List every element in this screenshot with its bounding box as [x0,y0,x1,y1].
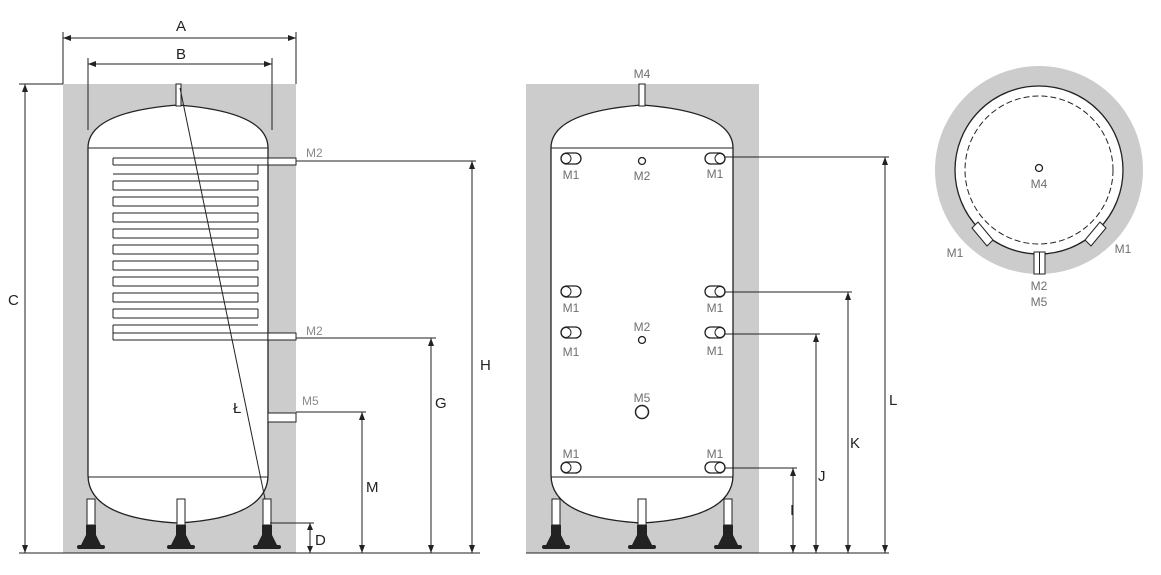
front-tank-body [550,104,734,524]
side-m5-opening [267,412,297,423]
top-m5-label: M5 [1031,295,1048,309]
dim-l-arrow-bottom [882,545,888,553]
front-top-vent [638,83,646,107]
dim-i-label: I [790,502,794,519]
front-m2-mid-port [637,335,647,345]
dim-i-arrow-bottom [790,545,796,553]
dim-c-arrow-top [22,84,28,92]
front-foot-base-left [542,545,570,549]
dim-g-label: G [435,395,447,412]
dim-a-label: A [176,18,186,35]
top-m1-right-label: M1 [1115,242,1132,256]
side-leg-center [176,498,186,526]
top-m1-right-pipe [1084,221,1107,247]
dim-g-arrow-top [428,338,434,346]
front-foot-base-center [628,545,656,549]
side-m2-top-pipe [267,157,297,166]
front-foot-base-right [714,545,742,549]
dim-i-arrow-top [790,468,796,476]
side-m2-top-label: M2 [306,146,323,160]
dim-c-label: C [8,292,19,309]
dim-h-arrow-top [469,161,475,169]
dim-h-label: H [480,357,491,374]
side-leg-left [86,498,96,526]
heating-coil [112,157,296,341]
dim-d-arrow-bottom [307,546,313,553]
dim-b-arrow-left [88,61,96,67]
front-m1-bottom-left-label: M1 [563,447,580,461]
side-view: A B C M2 M2 M5 H G M [8,18,491,554]
front-m5-port [634,404,650,420]
dim-c-arrow-bottom [22,545,28,553]
front-m2-top-port [637,156,647,166]
side-foot-left [81,525,101,545]
front-m1-mid2-left-label: M1 [563,345,580,359]
dim-d-arrow-top [307,523,313,530]
top-m1-left-pipe [971,221,994,247]
dim-j-arrow-top [813,334,819,342]
front-m1-top-left-label: M1 [563,168,580,182]
front-leg-right [723,498,733,526]
dim-k-arrow-top [845,292,851,300]
side-m2-bottom-pipe [267,332,297,341]
side-m2-bottom-label: M2 [306,324,323,338]
front-m1-mid1-right-label: M1 [707,301,724,315]
front-foot-left [546,525,566,545]
dim-m-arrow-bottom [359,545,365,553]
dim-m-arrow-top [359,412,365,420]
top-m4-port [1034,163,1044,173]
dim-g-arrow-bottom [428,545,434,553]
front-m1-top-right-label: M1 [707,167,724,181]
side-leg-right [262,498,272,526]
front-m4-label: M4 [634,67,651,81]
dim-b-arrow-right [264,61,272,67]
dim-m-label: M [366,479,379,496]
diagonal-line [179,87,271,524]
side-m5-label: M5 [302,394,319,408]
dim-d-label: D [315,532,326,549]
dim-j-label: J [818,468,826,485]
side-foot-right [257,525,277,545]
top-m4-label: M4 [1031,177,1048,191]
dim-h-arrow-bottom [469,545,475,553]
dim-a-arrow-left [63,35,71,41]
front-m2-top-label: M2 [634,169,651,183]
front-foot-right [718,525,738,545]
side-foot-base-left [77,545,105,549]
side-foot-base-right [253,545,281,549]
side-foot-center [171,525,191,545]
top-view: M4 M1 M1 M2 M5 [935,66,1143,309]
dim-j-arrow-bottom [813,545,819,553]
front-m1-bottom-right-label: M1 [707,447,724,461]
top-inner-dashed-circle [964,95,1114,245]
dim-l-slash-label: Ł [233,400,241,417]
front-view: M4 M1 M2 M1 M1 M1 M1 M2 M1 [526,67,897,554]
dim-l-arrow-top [882,157,888,165]
top-m2-label: M2 [1031,279,1048,293]
dim-a-arrow-right [288,35,296,41]
dim-b-label: B [176,46,186,63]
dim-k-label: K [850,435,860,452]
top-m1-left-label: M1 [947,246,964,260]
dim-l-label: L [889,392,897,409]
side-top-vent [175,83,182,107]
front-leg-center [637,498,647,526]
side-tank-body [87,104,269,524]
front-m5-label: M5 [634,391,651,405]
dim-k-arrow-bottom [845,545,851,553]
side-foot-base-center [167,545,195,549]
front-m1-mid1-left-label: M1 [563,301,580,315]
front-foot-center [632,525,652,545]
front-leg-left [551,498,561,526]
front-m1-mid2-right-label: M1 [707,344,724,358]
front-m2-mid-label: M2 [634,320,651,334]
